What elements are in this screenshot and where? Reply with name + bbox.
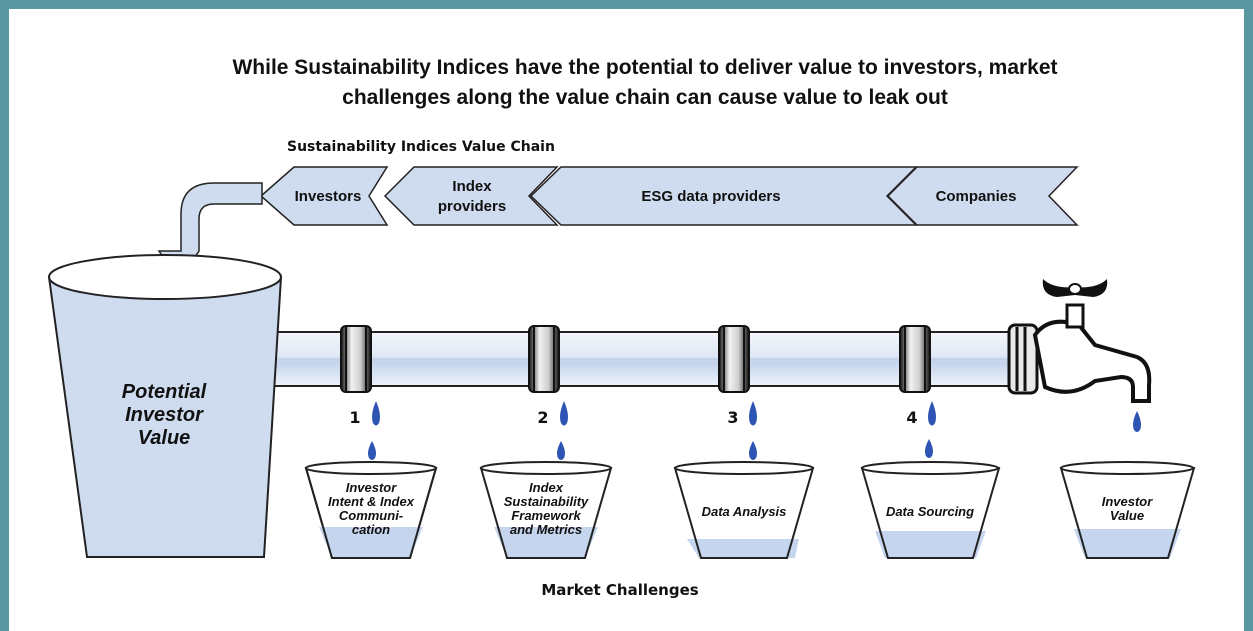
leak-number-4: 4 bbox=[906, 408, 917, 427]
leak-number-3: 3 bbox=[727, 408, 738, 427]
pipe-collar-3 bbox=[718, 325, 750, 393]
bucket-data-analysis: Data Analysis bbox=[673, 461, 815, 559]
leaky-pipe-diagram: While Sustainability Indices have the po… bbox=[47, 56, 1196, 599]
bucket-4-label-1: Data Sourcing bbox=[886, 504, 974, 519]
market-challenges-label: Market Challenges bbox=[541, 581, 698, 599]
diagram-frame: While Sustainability Indices have the po… bbox=[9, 9, 1244, 631]
chevron-label-providers: providers bbox=[438, 198, 506, 215]
bucket-investor-value: Investor Value bbox=[1059, 461, 1196, 559]
bucket-1-label-3: Communi- bbox=[339, 508, 403, 523]
chevron-index-providers bbox=[383, 166, 559, 226]
bucket-3-label-1: Data Analysis bbox=[702, 504, 787, 519]
reservoir: Potential Investor Value bbox=[47, 254, 283, 558]
bucket-1-label-4: cation bbox=[352, 522, 390, 537]
drop-icon bbox=[1133, 411, 1141, 432]
bucket-1-label-1: Investor bbox=[346, 480, 398, 495]
bucket-1-label-2: Intent & Index bbox=[328, 494, 415, 509]
leak-number-1: 1 bbox=[349, 408, 360, 427]
faucet-icon bbox=[1007, 279, 1152, 403]
leak-number-2: 2 bbox=[537, 408, 548, 427]
chevron-companies bbox=[886, 166, 1079, 226]
drop-icon bbox=[749, 441, 757, 460]
drop-icon bbox=[368, 441, 376, 460]
bucket-data-sourcing: Data Sourcing bbox=[860, 461, 1001, 559]
bucket-2-label-1: Index bbox=[529, 480, 564, 495]
chevron-label-index: Index bbox=[452, 178, 492, 195]
reservoir-label-3: Value bbox=[138, 427, 191, 449]
value-chain-title: Sustainability Indices Value Chain bbox=[287, 139, 555, 155]
chevron-label-companies: Companies bbox=[936, 188, 1017, 205]
chevron-label-esg: ESG data providers bbox=[641, 188, 780, 205]
bucket-2-label-4: and Metrics bbox=[510, 522, 582, 537]
water-drops bbox=[368, 401, 1141, 460]
drop-icon bbox=[749, 401, 757, 426]
chevron-investors bbox=[259, 166, 389, 226]
title-line-2: challenges along the value chain can cau… bbox=[342, 86, 948, 109]
bucket-2-label-3: Framework bbox=[511, 508, 581, 523]
drop-icon bbox=[557, 441, 565, 460]
pipe-collars bbox=[340, 325, 931, 393]
chevron-label-investors: Investors bbox=[295, 188, 362, 205]
pipe-collar-1 bbox=[340, 325, 372, 393]
reservoir-label-2: Investor bbox=[125, 404, 204, 426]
drop-icon bbox=[372, 401, 380, 426]
reservoir-label-1: Potential bbox=[122, 381, 207, 403]
bucket-investor-intent: Investor Intent & Index Communi- cation bbox=[304, 461, 438, 559]
bucket-index-sustainability: Index Sustainability Framework and Metri… bbox=[479, 461, 613, 559]
pipe-collar-4 bbox=[899, 325, 931, 393]
bucket-2-label-2: Sustainability bbox=[504, 494, 589, 509]
drop-icon bbox=[925, 439, 933, 458]
drop-icon bbox=[560, 401, 568, 426]
buckets: Investor Intent & Index Communi- cation … bbox=[304, 461, 1196, 559]
value-chain: Investors Index providers ESG data provi… bbox=[259, 166, 1079, 226]
pipe-collar-2 bbox=[528, 325, 560, 393]
drop-icon bbox=[928, 401, 936, 426]
pipe bbox=[260, 331, 1022, 387]
title-line-1: While Sustainability Indices have the po… bbox=[232, 56, 1057, 79]
bucket-5-label-1: Investor bbox=[1102, 494, 1154, 509]
bucket-5-label-2: Value bbox=[1110, 508, 1144, 523]
